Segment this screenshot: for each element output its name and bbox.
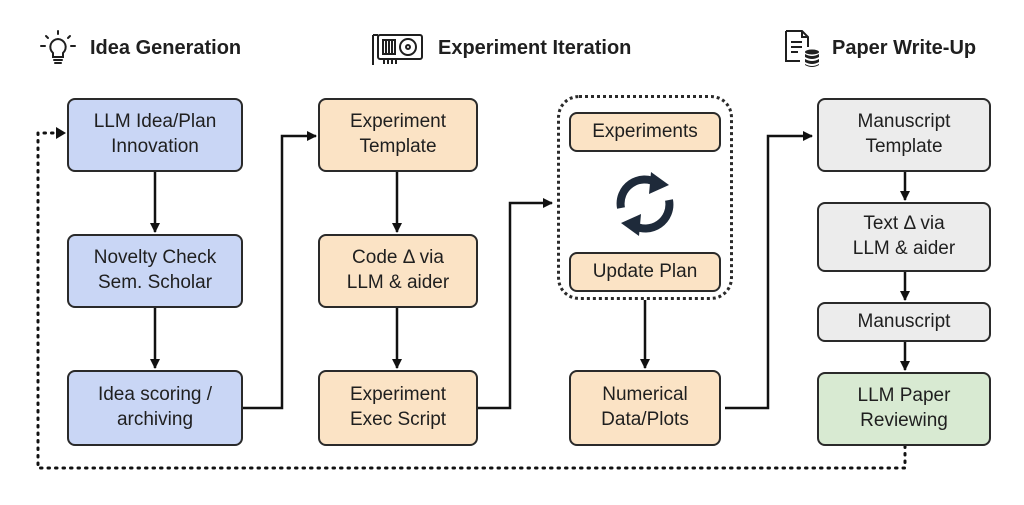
cycle-arrows-icon: [616, 172, 674, 236]
box-experiments-label: Experiments: [592, 120, 698, 142]
header-experiment-title: Experiment Iteration: [438, 36, 632, 59]
header-idea-generation: Idea Generation: [36, 30, 241, 66]
box-exp-template-line2: Template: [359, 136, 437, 157]
box-text-delta-line1: Text Δ via: [863, 213, 945, 235]
box-reviewing-line1: LLM Paper: [857, 385, 951, 407]
arrow-exec-to-loop: [478, 198, 553, 410]
box-llm-idea-line2: Innovation: [111, 136, 199, 157]
header-idea-title: Idea Generation: [90, 36, 242, 59]
header-experiment-iteration: Experiment Iteration: [370, 30, 631, 66]
box-text-delta-line2: LLM & aider: [852, 238, 956, 259]
box-code-delta: Code Δ via LLM & aider: [318, 234, 478, 308]
box-numerical-line1: Numerical: [602, 384, 688, 406]
box-novelty-line1: Novelty Check: [93, 247, 217, 269]
box-exec-line2: Exec Script: [349, 409, 447, 430]
lightbulb-icon: [40, 30, 76, 64]
box-mtemplate-line1: Manuscript: [857, 111, 951, 133]
box-llm-paper-reviewing: LLM Paper Reviewing: [817, 372, 991, 446]
feedback-loop-dotted: [36, 131, 907, 470]
arrow-scoring-to-template: [240, 131, 317, 410]
arrow-numerical-to-manuscript-template: [725, 131, 813, 410]
box-update-plan: Update Plan: [569, 252, 721, 292]
document-database-icon: [785, 30, 819, 67]
box-manuscript: Manuscript: [817, 302, 991, 342]
box-exp-template-line1: Experiment: [349, 111, 447, 133]
box-manuscript-template: Manuscript Template: [817, 98, 991, 172]
box-numerical-data: Numerical Data/Plots: [569, 370, 721, 446]
box-experiments: Experiments: [569, 112, 721, 152]
box-code-delta-line1: Code Δ via: [352, 247, 444, 269]
box-reviewing-line2: Reviewing: [860, 410, 948, 431]
box-scoring-line2: archiving: [116, 409, 194, 430]
box-novelty-check: Novelty Check Sem. Scholar: [67, 234, 243, 308]
box-exec-line1: Experiment: [349, 384, 447, 406]
box-numerical-line2: Data/Plots: [601, 409, 689, 430]
box-mtemplate-line2: Template: [865, 136, 943, 157]
box-novelty-line2: Sem. Scholar: [97, 272, 213, 293]
box-llm-idea-line1: LLM Idea/Plan: [93, 111, 217, 133]
box-idea-scoring: Idea scoring / archiving: [67, 370, 243, 446]
box-scoring-line1: Idea scoring /: [97, 384, 213, 406]
header-paper-title: Paper Write-Up: [832, 36, 977, 59]
box-text-delta: Text Δ via LLM & aider: [817, 202, 991, 272]
box-llm-idea-plan: LLM Idea/Plan Innovation: [67, 98, 243, 172]
experiment-loop-container: [557, 95, 733, 300]
feedback-loop-arrowhead: [56, 127, 66, 139]
box-code-delta-line2: LLM & aider: [346, 272, 450, 293]
box-manuscript-label: Manuscript: [857, 310, 951, 332]
gpu-card-icon: [372, 34, 423, 65]
box-update-plan-label: Update Plan: [592, 260, 698, 282]
box-experiment-exec: Experiment Exec Script: [318, 370, 478, 446]
box-experiment-template: Experiment Template: [318, 98, 478, 172]
header-paper-write-up: Paper Write-Up: [782, 30, 977, 67]
